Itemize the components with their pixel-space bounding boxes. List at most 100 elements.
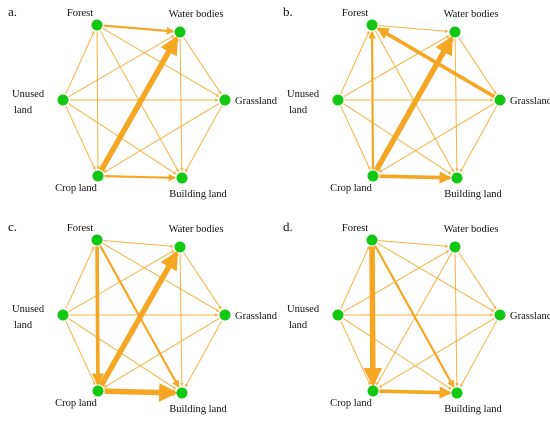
edge-crop-land-to-building-land — [104, 173, 177, 182]
label-unused-land: Unused — [12, 304, 45, 315]
edge-unused-land-to-building-land — [343, 318, 452, 390]
edge-crop-land-to-water-bodies — [98, 35, 179, 172]
edge-unused-land-to-forest — [340, 245, 370, 310]
edge-water-bodies-to-building-land — [179, 253, 184, 387]
label-crop-land: Crop land — [330, 183, 372, 194]
node-forest — [91, 234, 103, 246]
node-grassland — [494, 309, 506, 321]
edge-forest-to-crop-land — [363, 246, 383, 387]
edge-unused-land-to-water-bodies — [343, 35, 450, 98]
edge-water-bodies-to-building-land — [454, 38, 459, 172]
label-crop-land: Crop land — [55, 183, 97, 194]
node-water-bodies — [174, 241, 186, 253]
label-unused-land: land — [289, 105, 308, 116]
edge-grassland-to-crop-land — [378, 317, 495, 388]
edge-grassland-to-building-land — [184, 105, 223, 173]
panel-letter: d. — [283, 219, 293, 234]
edge-forest-to-crop-land — [91, 246, 105, 386]
label-unused-land: land — [289, 320, 308, 331]
edge-forest-to-building-land — [374, 245, 455, 388]
edge-crop-land-to-water-bodies — [373, 35, 454, 172]
node-grassland — [219, 94, 231, 106]
label-forest: Forest — [67, 223, 93, 234]
edge-unused-land-to-crop-land — [340, 320, 371, 386]
label-water-bodies: Water bodies — [444, 9, 499, 20]
edge-unused-land-to-water-bodies — [343, 250, 450, 313]
label-building-land: Building land — [444, 404, 502, 415]
node-grassland — [494, 94, 506, 106]
node-unused-land — [332, 309, 344, 321]
label-building-land: Building land — [169, 404, 227, 415]
node-unused-land — [57, 309, 69, 321]
label-water-bodies: Water bodies — [169, 9, 224, 20]
edge-water-bodies-to-grassland — [458, 37, 497, 95]
edge-water-bodies-to-grassland — [458, 252, 497, 310]
label-forest: Forest — [342, 223, 368, 234]
node-building-land — [176, 172, 188, 184]
edge-unused-land-to-crop-land — [65, 320, 96, 386]
label-grassland: Grassland — [510, 96, 550, 107]
node-crop-land — [92, 385, 104, 397]
label-unused-land: Unused — [287, 89, 320, 100]
panel-letter: b. — [283, 4, 293, 19]
edge-water-bodies-to-crop-land — [376, 252, 453, 386]
node-crop-land — [92, 170, 104, 182]
edge-unused-land-to-forest — [65, 245, 95, 310]
edge-forest-to-water-bodies — [378, 240, 449, 248]
label-building-land: Building land — [444, 189, 502, 200]
node-building-land — [176, 387, 188, 399]
node-forest — [366, 19, 378, 31]
edge-crop-land-to-water-bodies — [98, 250, 179, 387]
node-crop-land — [367, 170, 379, 182]
edge-unused-land-to-water-bodies — [68, 250, 175, 313]
edge-unused-land-to-crop-land — [65, 105, 96, 171]
node-building-land — [451, 172, 463, 184]
label-unused-land: land — [14, 105, 33, 116]
node-grassland — [219, 309, 231, 321]
label-crop-land: Crop land — [55, 398, 97, 409]
edge-grassland-to-building-land — [459, 105, 498, 173]
edge-forest-to-water-bodies — [378, 25, 449, 33]
edge-crop-land-to-forest — [368, 30, 376, 170]
edge-grassland-to-crop-land — [378, 102, 495, 173]
label-forest: Forest — [67, 8, 93, 19]
edge-water-bodies-to-grassland — [183, 37, 222, 95]
edge-unused-land-to-water-bodies — [68, 35, 175, 98]
edge-grassland-to-crop-land — [103, 102, 220, 173]
edge-water-bodies-to-grassland — [183, 252, 222, 310]
label-water-bodies: Water bodies — [444, 224, 499, 235]
label-crop-land: Crop land — [330, 398, 372, 409]
panel-letter: c. — [8, 219, 17, 234]
edge-forest-to-grassland — [377, 242, 495, 312]
node-crop-land — [367, 385, 379, 397]
node-water-bodies — [449, 26, 461, 38]
label-forest: Forest — [342, 8, 368, 19]
label-grassland: Grassland — [235, 311, 278, 322]
edge-grassland-to-crop-land — [103, 317, 220, 388]
edge-water-bodies-to-building-land — [179, 38, 184, 172]
label-grassland: Grassland — [510, 311, 550, 322]
node-water-bodies — [449, 241, 461, 253]
label-unused-land: land — [14, 320, 33, 331]
node-forest — [91, 19, 103, 31]
edge-grassland-to-building-land — [459, 320, 498, 388]
edge-forest-to-water-bodies — [103, 240, 174, 248]
edge-unused-land-to-crop-land — [340, 105, 371, 171]
label-unused-land: Unused — [12, 89, 45, 100]
node-building-land — [451, 387, 463, 399]
edge-forest-to-water-bodies — [103, 24, 175, 35]
node-unused-land — [57, 94, 69, 106]
edge-crop-land-to-building-land — [379, 171, 452, 184]
label-unused-land: Unused — [287, 304, 320, 315]
edge-grassland-to-building-land — [184, 320, 223, 388]
label-water-bodies: Water bodies — [169, 224, 224, 235]
edge-water-bodies-to-building-land — [454, 253, 459, 387]
node-unused-land — [332, 94, 344, 106]
edge-crop-land-to-building-land — [379, 386, 452, 399]
label-grassland: Grassland — [235, 96, 278, 107]
